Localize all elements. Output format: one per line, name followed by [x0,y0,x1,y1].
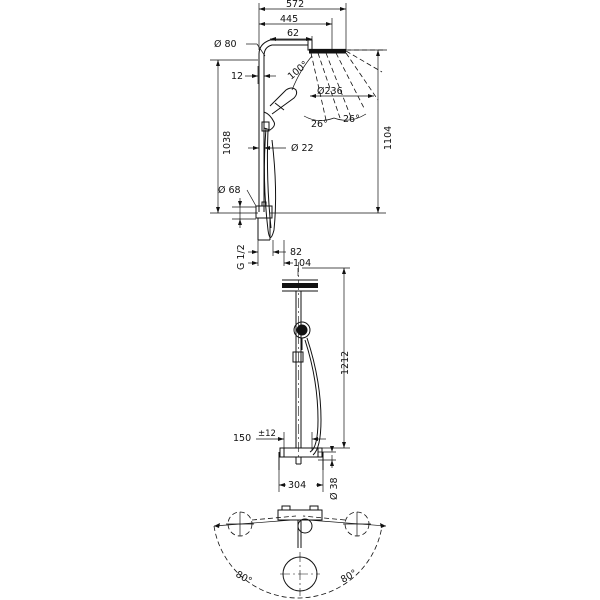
dim-angle-26-left: 26° [311,119,328,130]
dim-diameter-236: Ø236 [317,86,343,97]
dim-1104: 1104 [383,126,394,150]
dim-304: 304 [288,480,306,491]
dim-diameter-38: Ø 38 [329,477,340,500]
top-view: 80° 80° [213,505,387,599]
dim-g-half: G 1/2 [236,244,247,270]
dim-445: 445 [280,14,298,25]
dim-82: 82 [290,247,302,258]
dim-diameter-22: Ø 22 [291,143,314,154]
dim-1212: 1212 [340,351,351,375]
dim-diameter-68: Ø 68 [218,185,241,196]
side-view: 572 445 62 Ø 80 1038 12 [210,0,394,270]
dim-150: 150 [233,433,251,444]
dim-angle-80-left: 80° [234,569,254,587]
dim-572: 572 [286,0,304,10]
dim-angle-80-right: 80° [339,568,359,586]
dim-diameter-80: Ø 80 [214,39,237,50]
dim-angle-26-right: 26° [343,114,360,125]
dim-plus-minus-12: ±12 [258,429,276,439]
dim-104: 104 [293,258,311,269]
dim-62: 62 [287,28,299,39]
dim-12: 12 [231,71,243,82]
front-view: 1212 150 ±12 Ø 38 304 [233,262,351,500]
dim-1038: 1038 [222,131,233,155]
